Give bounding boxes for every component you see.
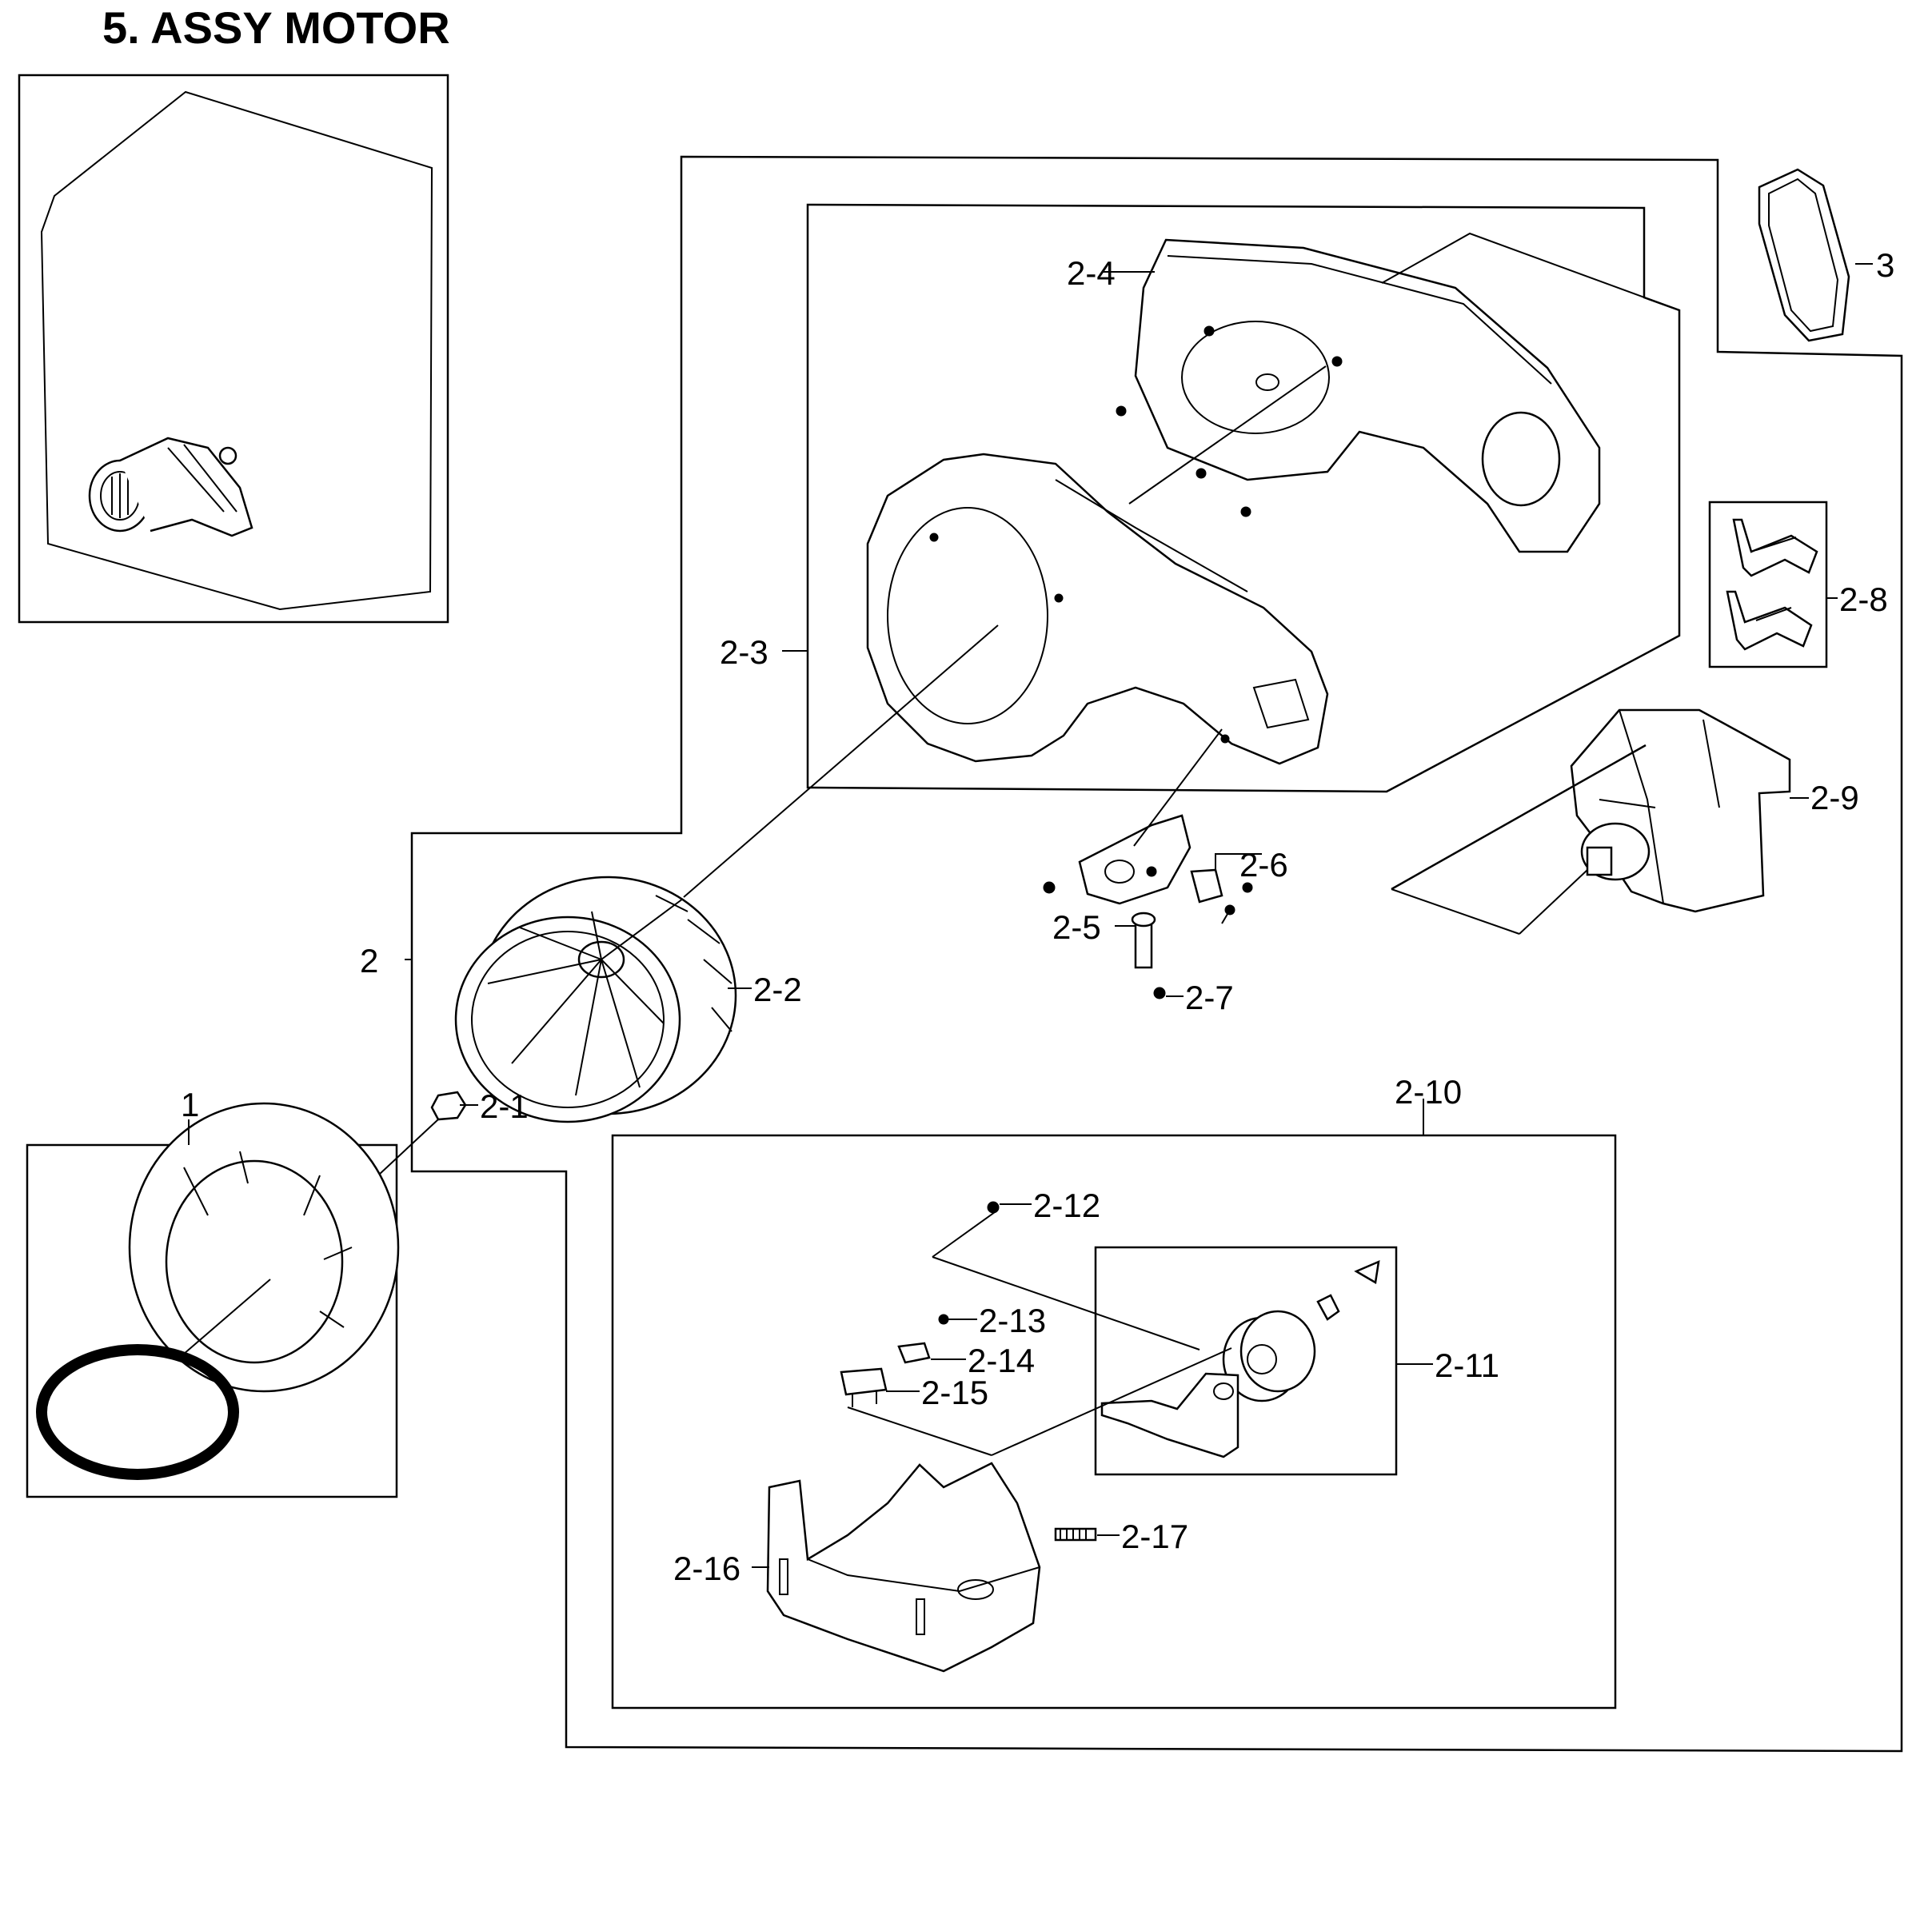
spring-2-17 (1054, 1527, 1097, 1542)
switch-2-15 (840, 1367, 888, 1407)
overview-motor-assembly (88, 437, 253, 537)
callout-2-11: 2-11 (1435, 1346, 1499, 1384)
belt-3 (1758, 168, 1850, 342)
gasket-1 (36, 1344, 239, 1480)
switch-2-14 (897, 1342, 931, 1364)
bracket-2-16 (766, 1462, 1041, 1673)
callout-2-9: 2-9 (1810, 779, 1859, 816)
callout-2: 2 (360, 942, 378, 979)
callout-2-6: 2-6 (1239, 846, 1288, 884)
callout-2-12: 2-12 (1033, 1187, 1100, 1224)
clips-2-8 (1726, 518, 1818, 651)
idler-2-11 (1100, 1259, 1380, 1458)
callout-2-14: 2-14 (968, 1342, 1035, 1379)
callout-2-8: 2-8 (1839, 580, 1888, 618)
screw-2-12 (987, 1201, 1000, 1214)
rear-housing-2-4 (1116, 238, 1601, 553)
assembly-2-10-frame (611, 1134, 1617, 1710)
front-housing-2-3 (866, 453, 1329, 765)
clips-2-8-frame (1708, 501, 1828, 668)
motor-mount-outline (1391, 744, 1647, 891)
assembly-2-frame (410, 155, 1903, 1753)
housing-frame (806, 203, 1681, 793)
dryer-cabinet-outline (40, 90, 433, 611)
screw-2-7 (1153, 987, 1166, 999)
callout-2-1: 2-1 (480, 1087, 529, 1125)
callout-labels: 1 2 2-1 2-2 2-3 2-4 2-5 2-6 2-7 2-8 2-9 … (181, 246, 1894, 1587)
callout-2-4: 2-4 (1067, 254, 1116, 292)
blower-wheel-2-2 (454, 876, 737, 1123)
callout-2-16: 2-16 (673, 1550, 740, 1587)
overview-inset (18, 74, 449, 624)
nut-2-1 (430, 1091, 467, 1121)
callout-3: 3 (1876, 246, 1894, 284)
callout-2-2: 2-2 (753, 971, 802, 1008)
callout-1: 1 (181, 1086, 199, 1123)
callout-2-3: 2-3 (720, 633, 768, 671)
callout-leaders (188, 263, 1873, 1568)
callout-2-7: 2-7 (1185, 979, 1234, 1016)
shaft-2-5 (1131, 912, 1156, 969)
seal-plate-1 (128, 1102, 400, 1393)
bracket-2-6 (1043, 814, 1253, 924)
page-title: 5. ASSY MOTOR (102, 2, 450, 53)
callout-2-17: 2-17 (1121, 1518, 1188, 1555)
callout-2-5: 2-5 (1052, 908, 1101, 946)
screw-2-13 (938, 1314, 949, 1325)
callout-2-10: 2-10 (1395, 1073, 1462, 1111)
motor-2-9 (1570, 708, 1791, 913)
callout-2-13: 2-13 (979, 1302, 1046, 1339)
assembly-2-11-frame (1094, 1246, 1398, 1476)
callout-2-15: 2-15 (921, 1374, 988, 1411)
